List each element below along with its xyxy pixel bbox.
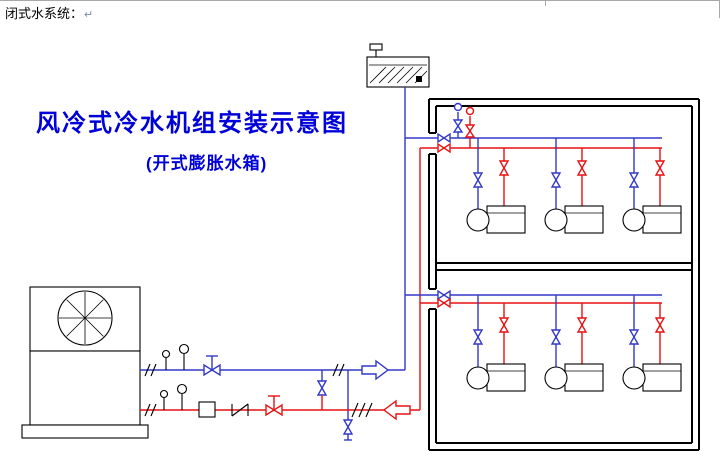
unit-valve-icon	[628, 172, 640, 188]
floor-slab	[436, 262, 692, 271]
flex-connector-icon	[332, 363, 345, 377]
unit-valve-icon	[498, 317, 510, 333]
pump-circle	[622, 208, 646, 232]
fan-coil-unit	[466, 363, 526, 392]
upper-floor-units	[466, 138, 682, 234]
fan-coil-unit	[622, 363, 682, 392]
air-vent-icon	[452, 102, 464, 138]
flow-arrow-icon	[361, 359, 390, 381]
lower-floor-units	[466, 295, 682, 392]
fan-coil-unit	[544, 205, 604, 234]
thermometer-icon	[161, 349, 171, 370]
chilled-water-supply-pipe	[140, 343, 405, 381]
header-text: 闭式水系统：	[5, 6, 84, 21]
check-valve-icon	[231, 403, 249, 417]
chiller-fan-icon	[57, 290, 113, 346]
unit-valve-icon	[576, 160, 588, 176]
flex-connector-icon	[351, 402, 373, 418]
pressure-gauge-icon	[178, 343, 190, 370]
drain-valve	[342, 370, 354, 441]
flow-arrow-icon	[382, 399, 411, 421]
bypass-valve	[316, 370, 328, 410]
tank-drain-icon	[416, 76, 422, 82]
branch-valve-icon	[437, 289, 451, 301]
tank-fill-valve-icon	[369, 43, 383, 57]
paragraph-mark-icon: ↵	[84, 9, 94, 21]
lower-floor-pipes	[405, 289, 662, 309]
fan-coil-unit	[466, 205, 526, 234]
branch-valve-icon	[437, 132, 451, 144]
flex-connector-icon	[144, 363, 157, 377]
pump-circle	[466, 208, 490, 232]
expansion-tank	[366, 43, 430, 88]
unit-valve-icon	[550, 329, 562, 345]
unit-valve-icon	[498, 160, 510, 176]
gate-valve-icon	[203, 355, 221, 377]
unit-valve-icon	[472, 329, 484, 345]
unit-valve-icon	[654, 317, 666, 333]
diagram-subtitle: (开式膨胀水箱)	[146, 153, 267, 173]
flex-connector-icon	[144, 403, 157, 417]
document-header: 闭式水系统：↵	[5, 3, 93, 22]
chiller-base	[21, 424, 149, 439]
unit-valve-icon	[628, 329, 640, 345]
thermometer-icon	[159, 389, 169, 410]
unit-valve-icon	[472, 172, 484, 188]
pump-circle	[544, 366, 568, 390]
unit-valve-icon	[576, 317, 588, 333]
pump-circle	[622, 366, 646, 390]
building-outline	[428, 98, 700, 451]
return-water-pipe	[140, 383, 420, 421]
upper-floor-pipes	[405, 102, 662, 154]
branch-valve-icon	[437, 297, 451, 309]
branch-valve-icon	[437, 142, 451, 154]
fan-coil-unit	[544, 363, 604, 392]
unit-valve-icon	[654, 160, 666, 176]
pump-circle	[466, 366, 490, 390]
air-vent-icon	[464, 106, 476, 148]
diagram-title: 风冷式冷水机组安装示意图	[36, 109, 348, 137]
gate-valve-icon	[265, 395, 283, 417]
pressure-gauge-icon	[176, 383, 188, 410]
unit-valve-icon	[550, 172, 562, 188]
chiller-unit	[21, 286, 149, 439]
fan-coil-unit	[622, 205, 682, 234]
inline-device-icon	[198, 401, 216, 418]
pump-circle	[544, 208, 568, 232]
page-border	[0, 0, 720, 18]
